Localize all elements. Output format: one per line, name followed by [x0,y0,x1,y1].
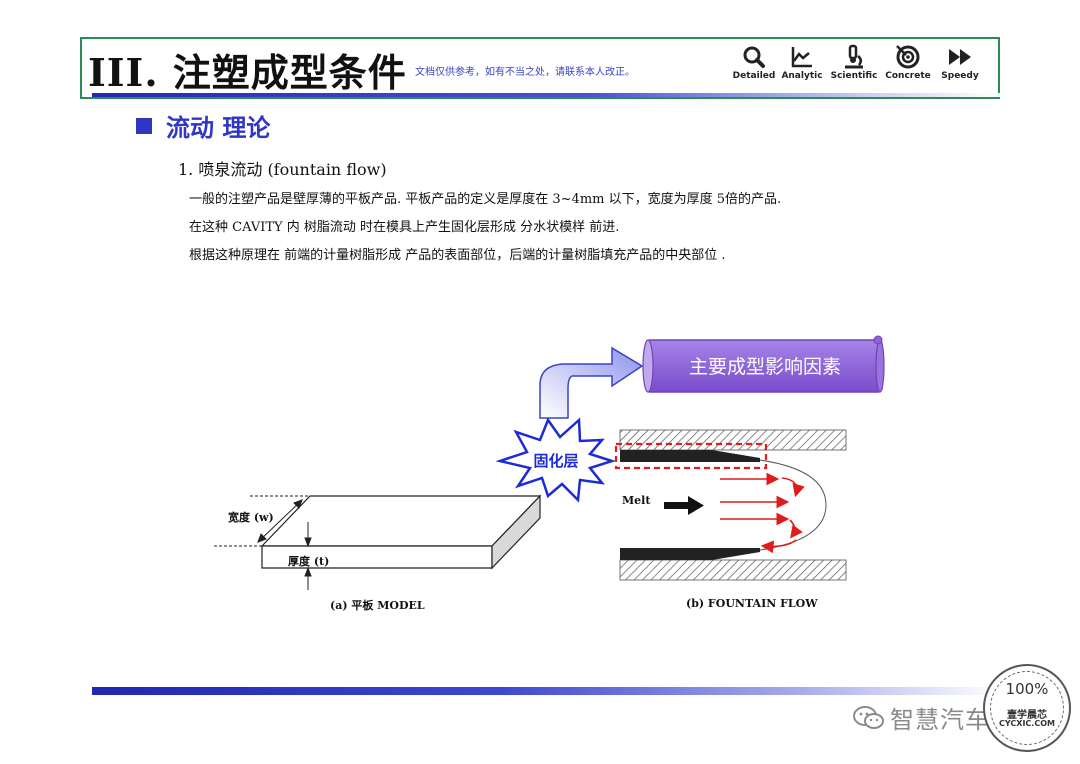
stamp-sub: CYCXIC.COM [999,719,1055,728]
icon-label: Analytic [781,71,823,81]
section-title-text: 流动 理论 [166,114,271,142]
icon-label: Scientific [830,71,878,81]
burst-label: 固化层 [533,452,578,470]
wechat-icon [852,705,886,737]
icon-item-analytic: Analytic [772,44,832,81]
caption-plate-model: (a) 平板 MODEL [330,599,425,612]
frozen-layer-highlight [614,442,768,470]
icon-item-concrete: Concrete [878,44,938,81]
thickness-label: 厚度 (t) [288,555,330,568]
header-gradient-bar [92,93,1000,97]
icon-item-detailed: Detailed [724,44,784,81]
width-dimension [214,495,310,547]
frozen-layer [620,450,760,560]
stamp-main: 壹学晨芯 [1007,710,1047,721]
icon-item-speedy: Speedy [930,44,990,81]
starburst-shape [495,417,617,503]
melt-label: Melt [622,494,651,507]
header: III. 注塑成型条件 文档仅供参考，如有不当之处，请联系本人改正。 Detai… [80,37,1000,99]
footer-gradient-bar [92,687,1000,695]
icon-item-scientific: Scientific [824,44,884,81]
chart-axes-icon [791,47,812,68]
width-label: 宽度 (w) [228,511,274,524]
icon-label: Speedy [941,71,979,81]
target-icon [896,45,920,69]
caption-fountain-flow: (b) FOUNTAIN FLOW [686,597,818,610]
paragraph-line: 一般的注塑产品是壁厚薄的平板产品. 平板产品的定义是厚度在 3~4mm 以下，宽… [189,192,782,207]
stamp-ring [990,671,1064,745]
banner-label: 主要成型影响因素 [689,356,841,378]
icon-label: Concrete [885,71,931,81]
section-heading: 流动 理论 [136,108,270,143]
thickness-dimension [304,522,312,590]
curved-arrow [539,346,644,419]
banner-scroll [642,335,885,393]
subheading: 1. 喷泉流动 (fountain flow) [178,160,387,179]
fast-forward-icon [949,49,971,65]
stamp-percent: 100% [1005,680,1049,698]
disclaimer-note: 文档仅供参考，如有不当之处，请联系本人改正。 [415,67,635,78]
seal-stamp: 100% 壹学晨芯 CYCXIC.COM [983,664,1071,752]
melt-front [759,459,827,551]
plate-model [260,494,542,570]
page-title: III. 注塑成型条件 [88,50,407,95]
paragraph-line: 在这种 CAVITY 内 树脂流动 时在模具上产生固化层形成 分水状模样 前进. [189,220,620,235]
magnifier-icon [743,46,765,68]
melt-arrow-icon [664,496,704,515]
flow-arrows [720,472,805,554]
paragraph-line: 根据这种原理在 前端的计量树脂形成 产品的表面部位，后端的计量树脂填充产品的中央… [189,248,726,263]
microscope-icon [845,44,863,69]
icon-label: Detailed [732,71,776,81]
square-bullet-icon [136,118,152,134]
